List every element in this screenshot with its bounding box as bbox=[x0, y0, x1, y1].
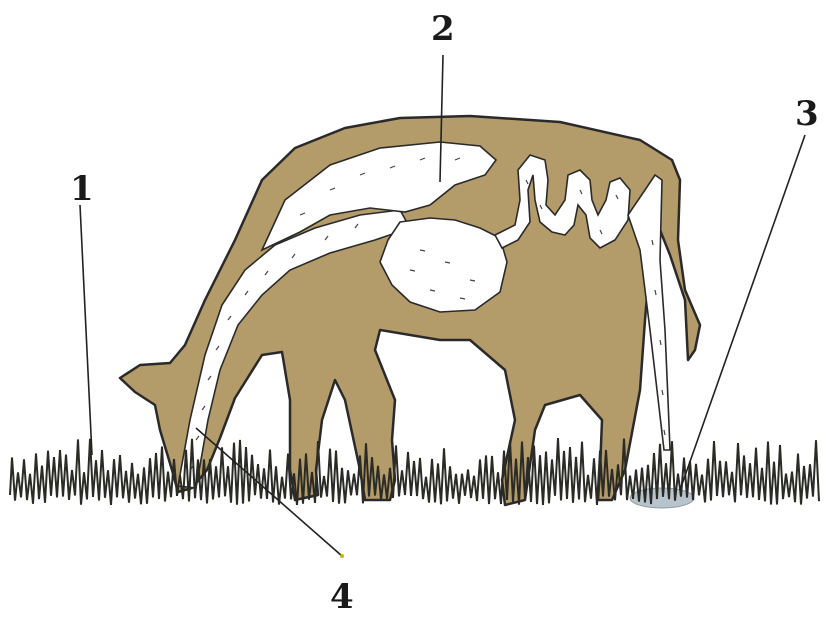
leader-line-3 bbox=[680, 135, 805, 490]
grass-blades bbox=[10, 438, 819, 505]
label-3: 3 bbox=[795, 94, 819, 134]
label-1: 1 bbox=[70, 169, 94, 209]
label-4: 4 bbox=[330, 577, 354, 617]
label-2: 2 bbox=[431, 9, 455, 49]
leader-dot-4 bbox=[340, 554, 344, 558]
grass bbox=[10, 438, 819, 505]
leader-line-1 bbox=[80, 205, 92, 455]
